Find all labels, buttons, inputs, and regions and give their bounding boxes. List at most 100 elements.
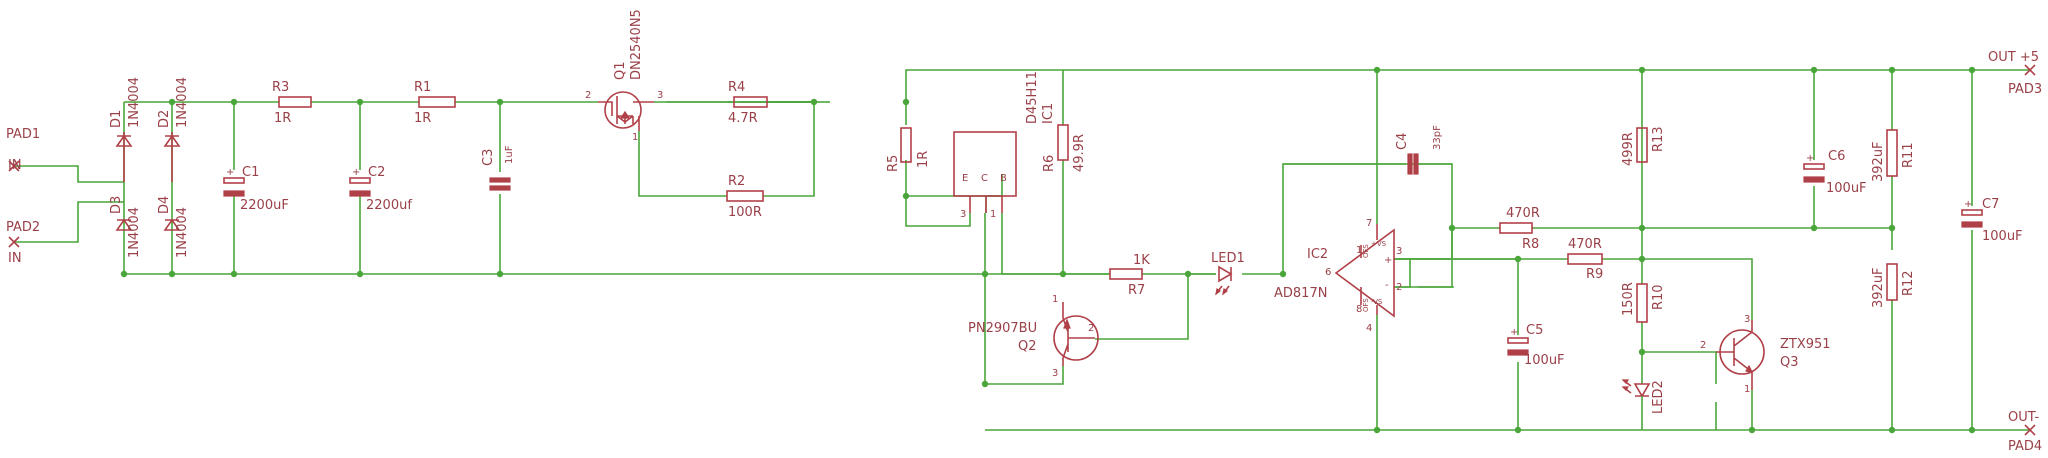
capacitor-c1[interactable]: + C1 2200uF: [223, 165, 289, 213]
ic2-value: AD817N: [1274, 286, 1327, 301]
resistor-r5[interactable]: R5 1R: [886, 127, 931, 172]
d2-value: 1N4004: [175, 77, 190, 128]
r10-name: R10: [1651, 284, 1666, 310]
c4-name: C4: [1395, 133, 1410, 150]
q3-pin-1: 1: [1744, 384, 1750, 395]
d3-value: 1N4004: [127, 207, 142, 258]
ic2-plus: +: [1384, 255, 1392, 266]
q2-value: PN2907BU: [968, 321, 1037, 336]
resistor-r13[interactable]: 499R R13: [1621, 126, 1666, 166]
r7-name: R7: [1128, 283, 1145, 298]
d3-name: D3: [109, 196, 124, 214]
r8-value: 470R: [1506, 206, 1540, 221]
diode-d1[interactable]: D1 1N4004: [109, 77, 142, 182]
transistor-q2[interactable]: 2 1 3 PN2907BU Q2: [968, 294, 1099, 379]
r13-value: 499R: [1621, 132, 1636, 166]
diode-d2[interactable]: D2 1N4004: [157, 77, 190, 182]
ic2-pin-1: 1: [1356, 245, 1362, 256]
r6-value: 49.9R: [1072, 134, 1087, 172]
c6-name: C6: [1828, 149, 1845, 164]
led2-name: LED2: [1651, 380, 1666, 414]
ic2-pin-6: 6: [1325, 267, 1331, 278]
transistor-q3[interactable]: 2 3 1 ZTX951 Q3: [1700, 314, 1831, 395]
d1-value: 1N4004: [127, 77, 142, 128]
svg-text:+: +: [352, 167, 360, 178]
r13-name: R13: [1651, 126, 1666, 152]
resistor-r12[interactable]: 392uF R12: [1871, 263, 1916, 308]
ic2-pin-3: 3: [1396, 246, 1402, 257]
c2-name: C2: [368, 165, 385, 180]
r11-name: R11: [1901, 142, 1916, 168]
ic2-pin-8: 8: [1356, 304, 1362, 315]
r4-value: 4.7R: [728, 111, 758, 126]
capacitor-c4[interactable]: C4 33pF: [1283, 125, 1452, 175]
pad4[interactable]: OUT- PAD4: [2008, 410, 2042, 454]
pad2-label: IN: [8, 251, 22, 266]
capacitor-c5[interactable]: + C5 100uF: [1507, 323, 1565, 368]
capacitor-c2[interactable]: + C2 2200uf: [349, 165, 412, 213]
c3-value: 1uF: [504, 145, 515, 164]
q3-pin-2: 2: [1700, 340, 1706, 351]
r1-value: 1R: [414, 111, 431, 126]
c6-value: 100uF: [1826, 181, 1867, 196]
pad3[interactable]: OUT +5 PAD3: [1988, 50, 2042, 97]
diode-d3[interactable]: D3 1N4004: [109, 196, 142, 258]
r9-value: 470R: [1568, 237, 1602, 252]
r4-name: R4: [728, 80, 745, 95]
pad4-label: OUT-: [2008, 410, 2039, 425]
r5-name: R5: [886, 155, 901, 172]
resistor-r6[interactable]: R6 49.9R: [1042, 124, 1087, 172]
pad2[interactable]: PAD2 IN: [6, 220, 40, 266]
svg-text:+: +: [1964, 199, 1972, 210]
d4-name: D4: [157, 196, 172, 214]
transistor-q1[interactable]: 2 3 1 Q1 DN2540N5: [585, 9, 663, 143]
r10-value: 150R: [1621, 282, 1636, 316]
r2-value: 100R: [728, 205, 762, 220]
led1-name: LED1: [1211, 251, 1245, 266]
resistor-r4[interactable]: R4 4.7R: [728, 80, 768, 126]
capacitor-c6[interactable]: + C6 100uF: [1803, 149, 1867, 196]
ic1-pin-3: 3: [960, 209, 966, 220]
q2-name: Q2: [1018, 339, 1037, 354]
resistor-r10[interactable]: 150R R10: [1621, 282, 1666, 323]
ic1-d45h11[interactable]: E C B 3 1 D45H11 IC1: [953, 71, 1056, 220]
diode-d4[interactable]: D4 1N4004: [157, 196, 190, 258]
c5-value: 100uF: [1524, 353, 1565, 368]
c7-value: 100uF: [1982, 229, 2023, 244]
pad4-name: PAD4: [2008, 439, 2042, 454]
pad1-name: PAD1: [6, 127, 40, 142]
resistor-r8[interactable]: 470R R8: [1499, 206, 1540, 252]
resistor-r1[interactable]: R1 1R: [414, 80, 456, 126]
c3-name: C3: [481, 149, 496, 166]
c7-name: C7: [1982, 197, 1999, 212]
q1-pin-3: 3: [657, 90, 663, 101]
resistor-r3[interactable]: R3 1R: [272, 80, 312, 126]
svg-text:+: +: [1510, 327, 1518, 338]
c4-value: 33pF: [1432, 125, 1443, 150]
capacitor-c3[interactable]: C3 1uF: [481, 145, 515, 191]
resistor-r2[interactable]: R2 100R: [726, 174, 764, 220]
ic1-name: IC1: [1041, 103, 1056, 124]
ic1-pin-1: 1: [990, 209, 996, 220]
resistor-r7[interactable]: 1K R7: [1109, 253, 1150, 298]
resistor-r9[interactable]: 470R R9: [1567, 237, 1603, 282]
wires: [14, 69, 2030, 431]
pad1[interactable]: PAD1 IN: [6, 127, 40, 173]
led-led2[interactable]: LED2: [1621, 379, 1666, 430]
ic2-vs-minus: -VS: [1371, 298, 1383, 306]
capacitor-c7[interactable]: + C7 100uF: [1961, 197, 2023, 244]
ic2-pin-7: 7: [1366, 218, 1372, 229]
ic2-name: IC2: [1307, 247, 1328, 262]
resistor-r11[interactable]: 392uF R11: [1871, 129, 1916, 182]
ic2-opamp[interactable]: 3 2 7 4 6 1 8 + - +VS -VS OFS OFS IC2 AD…: [1274, 218, 1402, 334]
r1-name: R1: [414, 80, 431, 95]
c5-name: C5: [1526, 323, 1543, 338]
led-led1[interactable]: LED1: [1188, 251, 1245, 296]
q1-pin-2: 2: [585, 90, 591, 101]
r12-name: R12: [1901, 270, 1916, 296]
q2-pin-2: 2: [1088, 323, 1094, 334]
pad3-name: PAD3: [2008, 82, 2042, 97]
ic2-ofs-1: OFS: [1362, 244, 1370, 258]
q2-pin-1: 1: [1052, 294, 1058, 305]
q1-value: DN2540N5: [629, 9, 644, 80]
